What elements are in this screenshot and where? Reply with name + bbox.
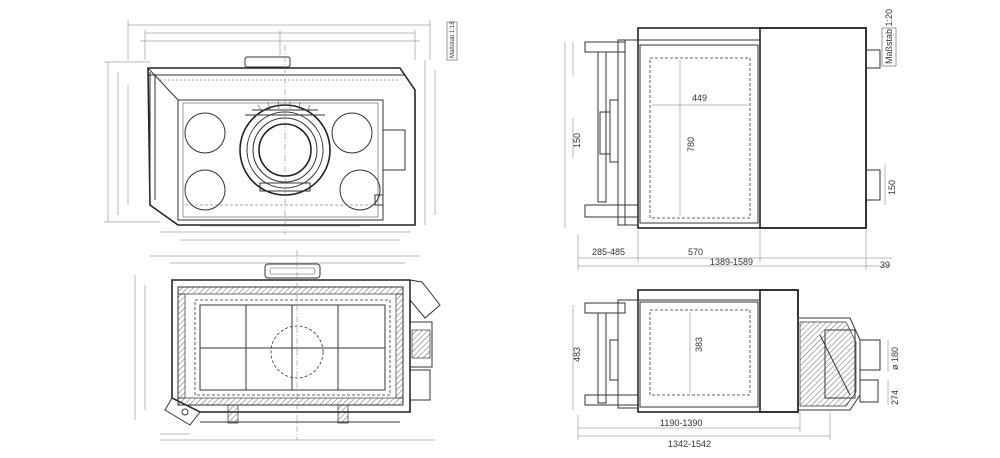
dim-1342-1542: 1342-1542 [668,439,711,449]
dim-150-left: 150 [572,133,582,148]
dim-274: 274 [890,390,900,405]
side-view-bottom: 383 483 ø 180 274 1190-1390 1342-1542 [572,289,900,449]
dim-570: 570 [688,247,703,257]
dim-383: 383 [694,337,704,352]
dim-285-485: 285-485 [592,247,625,257]
dim-1190-1390: 1190-1390 [660,418,702,428]
dim-780: 780 [686,137,696,152]
scale-label-right: Maßstab 1:20 [884,9,894,64]
side-view-top: Maßstab 1:20 449 780 150 150 [564,9,897,270]
dim-180: ø 180 [890,347,900,370]
dim-39: 39 [880,260,890,270]
dim-483: 483 [572,347,582,362]
dim-1389-1589: 1389-1589 [710,257,753,267]
top-view [134,250,441,441]
scale-label-left: Maßstab 1:18 [450,21,456,58]
dim-150-right: 150 [887,180,897,195]
dim-449: 449 [692,93,707,103]
front-view: Maßstab 1:18 [104,20,458,241]
